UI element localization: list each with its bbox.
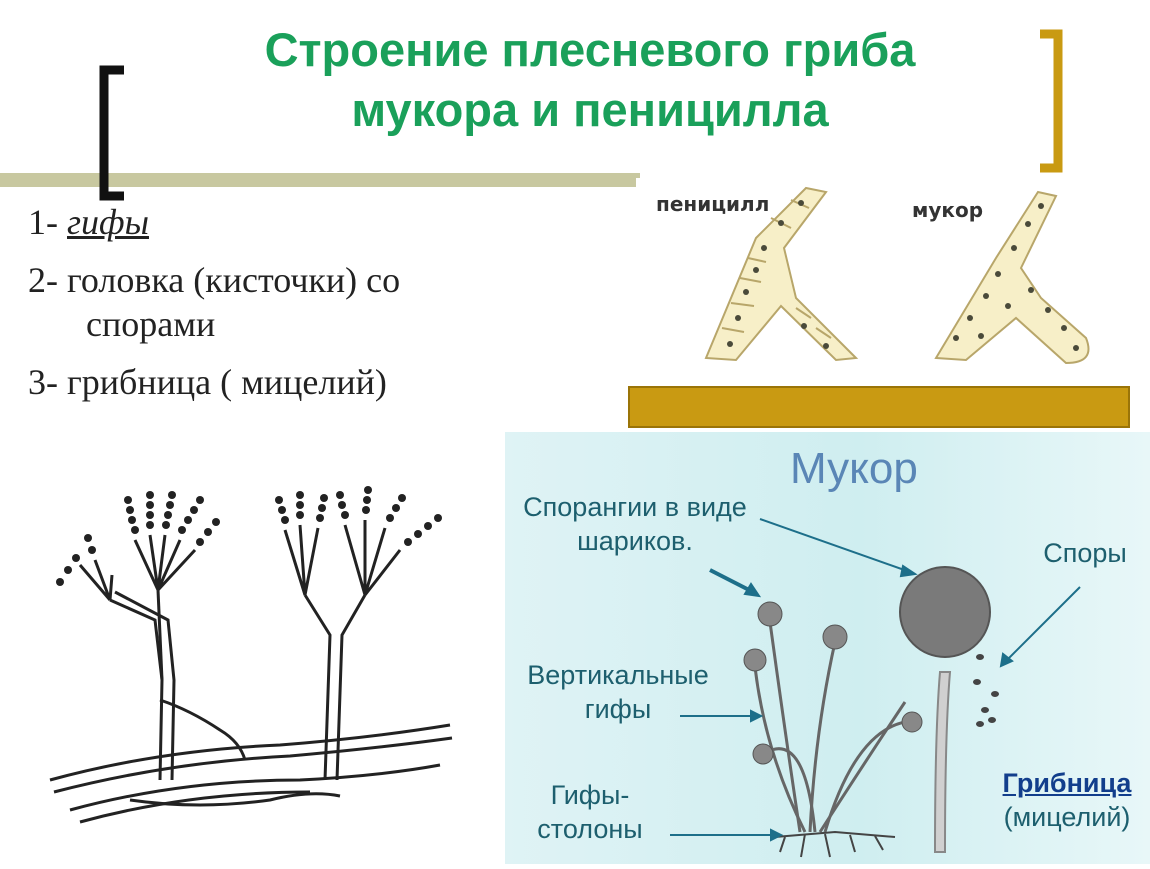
- large-sporangium: [900, 567, 990, 657]
- label-vertical-hyphae: Вертикальные гифы: [518, 658, 718, 726]
- conidiophores: [80, 520, 400, 780]
- label-mucor: мукор: [912, 198, 983, 222]
- label-mycelium: Грибница (мицелий): [992, 766, 1142, 834]
- released-spores: [973, 654, 999, 727]
- label-spores: Споры: [1030, 536, 1140, 570]
- sporangiophores: [755, 622, 905, 832]
- horizontal-rule: [0, 173, 640, 187]
- list-item-hyphae: гифы: [67, 202, 149, 242]
- label-stolon-hyphae: Гифы- столоны: [510, 778, 670, 846]
- list-item: 3- грибница ( мицелий): [28, 360, 548, 404]
- mycelium-lines: [50, 700, 452, 822]
- penicillium-drawing: [40, 480, 460, 860]
- label-penicillium: пеницилл: [656, 192, 769, 216]
- list-item: 2- головка (кисточки) со спорами: [28, 258, 548, 346]
- right-bracket: [1040, 34, 1058, 168]
- structure-list: 1- гифы 2- головка (кисточки) со спорами…: [28, 200, 548, 418]
- main-sporangiophore: [935, 672, 950, 852]
- gold-bar: [628, 386, 1130, 428]
- mucor-title: Мукор: [790, 444, 918, 494]
- label-sporangia: Спорангии в виде шариков.: [515, 490, 755, 558]
- list-item: 1- гифы: [28, 200, 548, 244]
- rhizoids: [775, 832, 895, 857]
